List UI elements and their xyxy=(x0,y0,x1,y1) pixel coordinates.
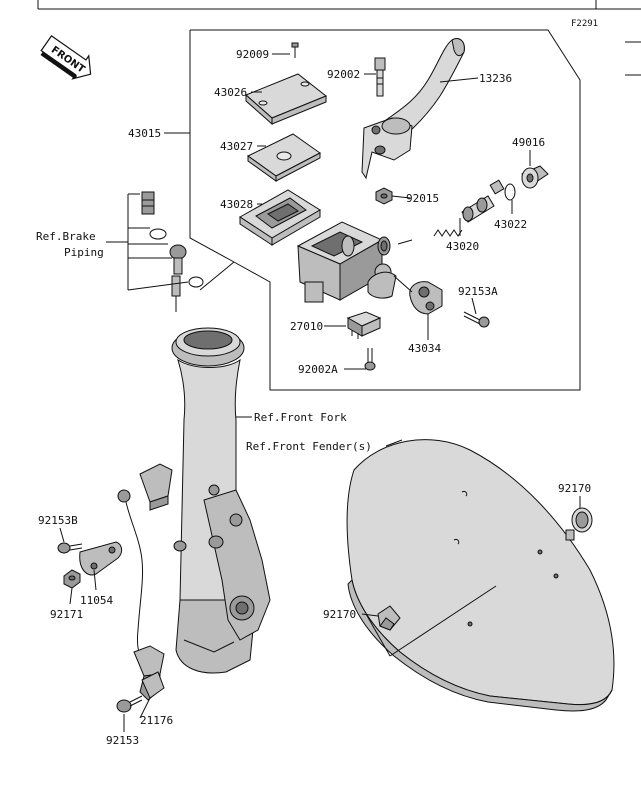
ref-front-fork: Ref.Front Fork xyxy=(254,411,347,424)
nut-92171 xyxy=(63,569,81,589)
label-92170-right: 92170 xyxy=(558,482,591,495)
page-frame xyxy=(37,0,641,76)
brake-lever-13236 xyxy=(385,38,465,139)
front-fork-tube xyxy=(171,327,271,674)
label-43027: 43027 xyxy=(220,140,253,153)
part-labels: 92009 43026 43027 43028 43015 92002 1323… xyxy=(36,48,591,747)
lever-bracket xyxy=(361,117,413,180)
bolt-92153B xyxy=(57,542,83,554)
nut-92015 xyxy=(375,187,393,205)
label-49016: 49016 xyxy=(512,136,545,149)
dust-boot-49016 xyxy=(521,165,549,189)
ref-brake-piping-line1: Ref.Brake xyxy=(36,230,96,243)
front-fender xyxy=(346,439,615,712)
ref-front-fender: Ref.Front Fender(s) xyxy=(246,440,372,453)
clamp-11054 xyxy=(79,541,123,576)
label-92171: 92171 xyxy=(50,608,83,621)
label-92009: 92009 xyxy=(236,48,269,61)
assembly-43015-boundary xyxy=(189,29,581,391)
bolt-92153 xyxy=(116,695,143,713)
clamp-43034 xyxy=(409,281,443,315)
leader-lines xyxy=(59,53,581,732)
label-43028: 43028 xyxy=(220,198,253,211)
label-43026: 43026 xyxy=(214,86,247,99)
grommet-92170-right xyxy=(565,507,593,541)
label-92153: 92153 xyxy=(106,734,139,747)
brake-piping-parts xyxy=(141,191,204,312)
label-43034: 43034 xyxy=(408,342,441,355)
bracket-21176 xyxy=(141,671,165,699)
diaphragm-43028 xyxy=(239,189,321,246)
label-21176: 21176 xyxy=(140,714,173,727)
piston-assembly-43020 xyxy=(433,179,505,237)
brake-switch-27010 xyxy=(346,311,382,339)
label-13236: 13236 xyxy=(479,72,512,85)
pivot-bolt-92002 xyxy=(374,57,386,97)
reservoir-cap-43026 xyxy=(245,73,327,126)
screw-92153A xyxy=(463,311,490,328)
label-92153B: 92153B xyxy=(38,514,78,527)
brake-piping-brace xyxy=(106,193,235,291)
diaphragm-plate-43027 xyxy=(247,133,321,182)
label-92002A: 92002A xyxy=(298,363,338,376)
screw-92002A xyxy=(364,348,376,371)
ref-brake-piping-line2: Piping xyxy=(64,246,104,259)
label-92002: 92002 xyxy=(327,68,360,81)
label-43015: 43015 xyxy=(128,127,161,140)
label-92153A: 92153A xyxy=(458,285,498,298)
grommet-92170-left xyxy=(377,605,401,631)
screw-92009 xyxy=(291,42,299,58)
label-11054: 11054 xyxy=(80,594,113,607)
diagram-code: F2291 xyxy=(571,19,598,29)
front-arrow-icon: FRONT xyxy=(40,35,92,80)
label-27010: 27010 xyxy=(290,320,323,333)
label-92170-left: 92170 xyxy=(323,608,356,621)
master-cylinder-body xyxy=(296,221,397,303)
label-92015: 92015 xyxy=(406,192,439,205)
abs-sensor-cable xyxy=(117,463,173,701)
label-43022: 43022 xyxy=(494,218,527,231)
label-43020: 43020 xyxy=(446,240,479,253)
circlip-43022 xyxy=(504,183,516,201)
